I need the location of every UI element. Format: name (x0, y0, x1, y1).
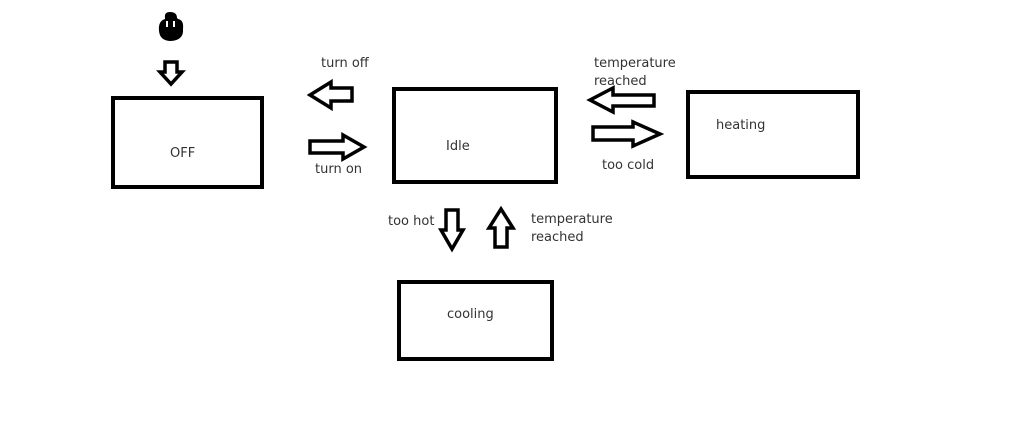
initial-arrow-icon (156, 60, 186, 87)
state-off (111, 96, 264, 189)
state-heating (686, 90, 860, 179)
heating-to-idle-arrow-icon (586, 85, 656, 115)
turn-on-label: turn on (315, 162, 363, 177)
state-idle (392, 87, 558, 184)
idle-to-cooling-arrow-icon (437, 208, 467, 253)
turn-on-arrow-icon (308, 131, 368, 163)
too-hot-label: too hot (388, 214, 435, 229)
state-cooling (397, 280, 554, 361)
state-heating-label: heating (716, 118, 766, 133)
turn-off-label: turn off (321, 56, 369, 71)
state-idle-label: Idle (446, 139, 470, 154)
turn-off-arrow-icon (306, 78, 354, 112)
state-off-label: OFF (170, 146, 196, 161)
state-cooling-label: cooling (447, 307, 494, 322)
idle-to-heating-arrow-icon (591, 119, 665, 149)
too-cold-label: too cold (602, 158, 655, 173)
initial-state-icon (158, 12, 184, 41)
cooling-to-idle-arrow-icon (485, 205, 517, 249)
cooling-temperature-reached-label: temperature reached (531, 212, 613, 245)
heating-temperature-reached-label: temperature reached (594, 56, 676, 89)
